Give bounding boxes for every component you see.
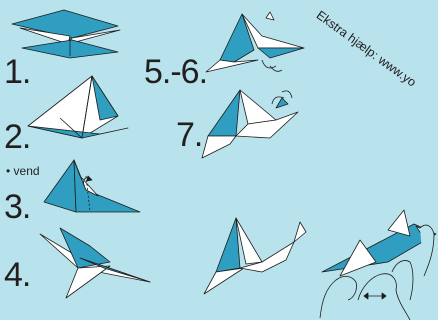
step-1-figure bbox=[12, 10, 120, 58]
hands-pulling-wings-figure bbox=[320, 210, 436, 320]
step-4-figure bbox=[40, 228, 150, 298]
step-4-label: 4. bbox=[4, 258, 30, 292]
finished-crane-figure bbox=[204, 218, 306, 294]
step-2-label: 2. bbox=[4, 120, 30, 154]
step-5-6-figure bbox=[206, 12, 304, 72]
flip-note: • vend bbox=[6, 164, 40, 178]
step-5-6-label: 5.-6. bbox=[144, 55, 207, 89]
step-2-figure bbox=[28, 76, 128, 138]
step-7-figure bbox=[202, 90, 298, 158]
step-3-figure bbox=[44, 160, 140, 212]
step-7-label: 7. bbox=[176, 118, 202, 152]
step-1-label: 1. bbox=[4, 55, 30, 89]
step-3-label: 3. bbox=[4, 190, 30, 224]
